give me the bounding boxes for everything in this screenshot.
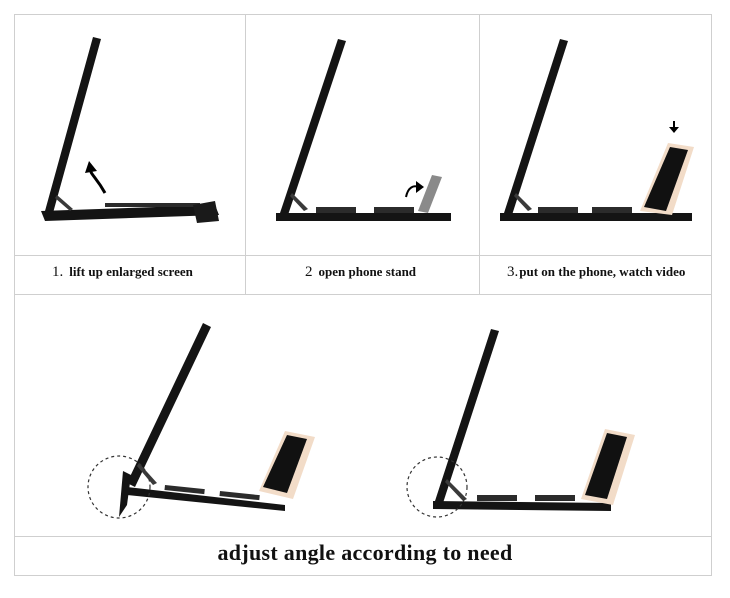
row-divider-caption — [14, 294, 712, 295]
step-1-text: lift up enlarged screen — [69, 264, 193, 279]
step-1-caption: 1. lift up enlarged screen — [52, 264, 193, 281]
step-2-caption: 2 open phone stand — [305, 264, 416, 281]
row-divider-bottom — [14, 536, 712, 537]
step-2-text: open phone stand — [318, 264, 417, 279]
step-2-number: 2 — [305, 264, 313, 280]
step-3-text: put on the phone, watch video — [519, 264, 686, 279]
step-2-illustration — [246, 15, 479, 255]
col-divider-1 — [245, 14, 246, 294]
step-3-number: 3. — [507, 264, 519, 280]
row-divider-top — [14, 255, 712, 256]
step-3-caption: 3.put on the phone, watch video — [507, 264, 685, 281]
col-divider-2 — [479, 14, 480, 294]
step-1-illustration — [15, 15, 245, 255]
step-3-illustration — [480, 15, 712, 255]
footer-caption: adjust angle according to need — [217, 540, 513, 565]
instruction-frame — [14, 14, 712, 576]
step-1-number: 1. — [52, 264, 64, 280]
angle-adjust-illustration — [15, 295, 712, 536]
